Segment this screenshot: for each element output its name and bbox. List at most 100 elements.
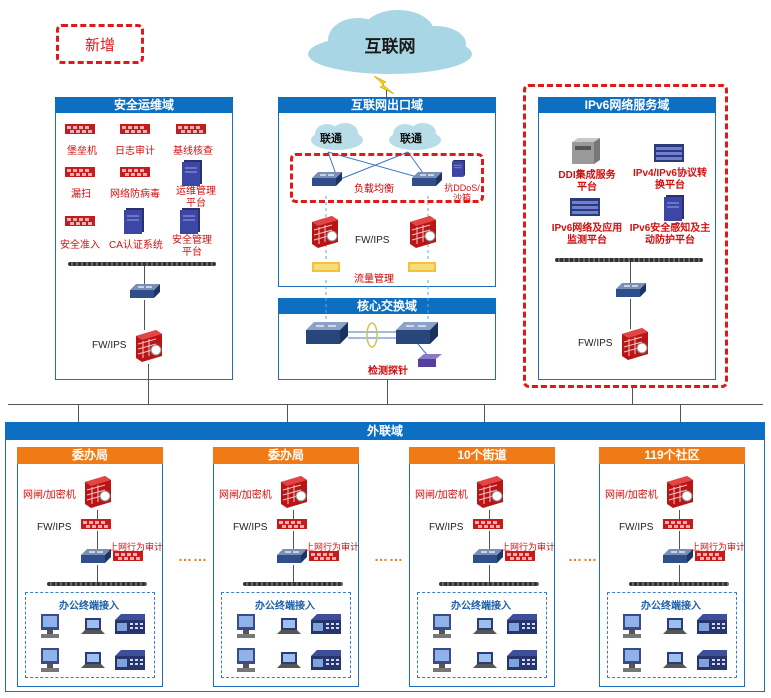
phone-icon — [115, 614, 145, 634]
ipv6-switch-icon — [616, 283, 646, 298]
branch-switch-icon — [277, 549, 307, 564]
ipv6-link — [630, 299, 631, 329]
branch-fw-label: FW/IPS — [233, 522, 268, 533]
branch-link — [489, 565, 490, 582]
laptop-icon — [473, 652, 497, 668]
branch-bus — [629, 582, 729, 586]
log-audit-icon — [120, 124, 150, 134]
ipv6-bus — [555, 258, 703, 262]
gateway-icon — [84, 476, 112, 509]
branch-fw-icon — [81, 519, 111, 529]
core-links — [325, 280, 429, 357]
ellipsis: …… — [374, 548, 404, 564]
laptop-icon — [81, 618, 105, 634]
antivirus-icon — [120, 167, 150, 177]
new-badge-label: 新增 — [84, 37, 115, 54]
flow-right-icon — [408, 262, 436, 272]
ops-switch-icon — [130, 284, 160, 299]
gateway-icon — [476, 476, 504, 509]
gateway-label: 网闸/加密机 — [219, 490, 272, 501]
ops-link — [144, 300, 145, 330]
branch-link — [679, 531, 680, 549]
phone-icon — [507, 650, 537, 670]
core-switch-right-icon — [396, 322, 439, 345]
ipv6-link — [632, 388, 633, 404]
laptop-icon — [473, 618, 497, 634]
monitor-icon — [570, 198, 600, 216]
ops-zone-title: 安全运维域 — [55, 97, 233, 113]
backbone-drop — [680, 404, 681, 422]
egress-zone-title: 互联网出口域 — [278, 97, 496, 113]
gateway-label: 网闸/加密机 — [23, 490, 76, 501]
audit-icon — [113, 551, 143, 561]
branch-title: 委办局 — [213, 447, 359, 464]
laptop-icon — [277, 652, 301, 668]
ellipsis: …… — [568, 548, 598, 564]
audit-label: 上网行为审计 — [109, 542, 164, 552]
office-title: 办公终端接入 — [641, 601, 701, 612]
isp2-label: 联通 — [400, 133, 422, 145]
ca-icon — [124, 208, 144, 234]
lb-switch-right-icon — [412, 172, 442, 187]
ddos-label: 抗DDoS/沙箱 — [444, 183, 480, 203]
egress-fw-left-icon — [311, 216, 339, 249]
egress-fw-right-icon — [409, 216, 437, 249]
branch-fw-icon — [277, 519, 307, 529]
baseline-icon — [176, 124, 206, 134]
nac-icon — [65, 216, 95, 226]
branch-title: 119个社区 — [599, 447, 745, 464]
ops-link — [148, 364, 149, 404]
ops-bus — [68, 262, 216, 266]
office-title: 办公终端接入 — [451, 601, 511, 612]
laptop-icon — [277, 618, 301, 634]
core-link — [387, 380, 388, 404]
branch-title: 10个街道 — [409, 447, 555, 464]
laptop-icon — [663, 652, 687, 668]
ipv6-link — [630, 262, 631, 284]
branch-fw-icon — [663, 519, 693, 529]
ipv6-firewall-icon — [621, 328, 649, 361]
ops-item: 漏扫 — [71, 189, 91, 200]
ipv6-item: IPv6网络及应用监测平台 — [551, 223, 623, 246]
ipv6-item: DDI集成服务平台 — [558, 170, 616, 193]
pc-icon — [623, 614, 641, 638]
ops-link — [144, 266, 145, 284]
laptop-icon — [663, 618, 687, 634]
phone-icon — [697, 614, 727, 634]
pc-icon — [41, 614, 59, 638]
branch-bus — [243, 582, 343, 586]
egress-new-area — [290, 153, 484, 203]
audit-icon — [505, 551, 535, 561]
ddi-icon — [572, 138, 600, 164]
audit-label: 上网行为审计 — [691, 542, 746, 552]
branch-link — [293, 565, 294, 582]
ops-fw-label: FW/IPS — [92, 340, 127, 351]
ipv6-item: IPv6安全感知及主动防护平台 — [629, 223, 711, 246]
branch-link — [293, 531, 294, 549]
ops-item: 堡垒机 — [67, 146, 97, 157]
branch-link — [489, 510, 490, 522]
audit-label: 上网行为审计 — [305, 542, 360, 552]
phone-icon — [697, 650, 727, 670]
gateway-label: 网闸/加密机 — [605, 490, 658, 501]
core-zone-title: 核心交换域 — [278, 298, 496, 314]
probe-label: 检测探针 — [368, 366, 408, 377]
branch-fw-icon — [473, 519, 503, 529]
branch-switch-icon — [81, 549, 111, 564]
gateway-label: 网闸/加密机 — [415, 490, 468, 501]
ops-firewall-icon — [135, 330, 163, 363]
pc-icon — [433, 648, 451, 672]
ops-platform-icon — [182, 160, 202, 186]
lb-label: 负载均衡 — [354, 184, 394, 195]
phone-icon — [311, 650, 341, 670]
ipv6-item: IPv4/IPv6协议转换平台 — [633, 168, 707, 191]
phone-icon — [507, 614, 537, 634]
pc-icon — [41, 648, 59, 672]
backbone-line — [8, 404, 763, 405]
gateway-icon — [666, 476, 694, 509]
ops-item: CA认证系统 — [109, 240, 163, 251]
branch-bus — [439, 582, 539, 586]
ops-item: 安全管理平台 — [172, 235, 212, 258]
egress-zone — [278, 97, 496, 287]
probe-icon — [418, 354, 442, 367]
